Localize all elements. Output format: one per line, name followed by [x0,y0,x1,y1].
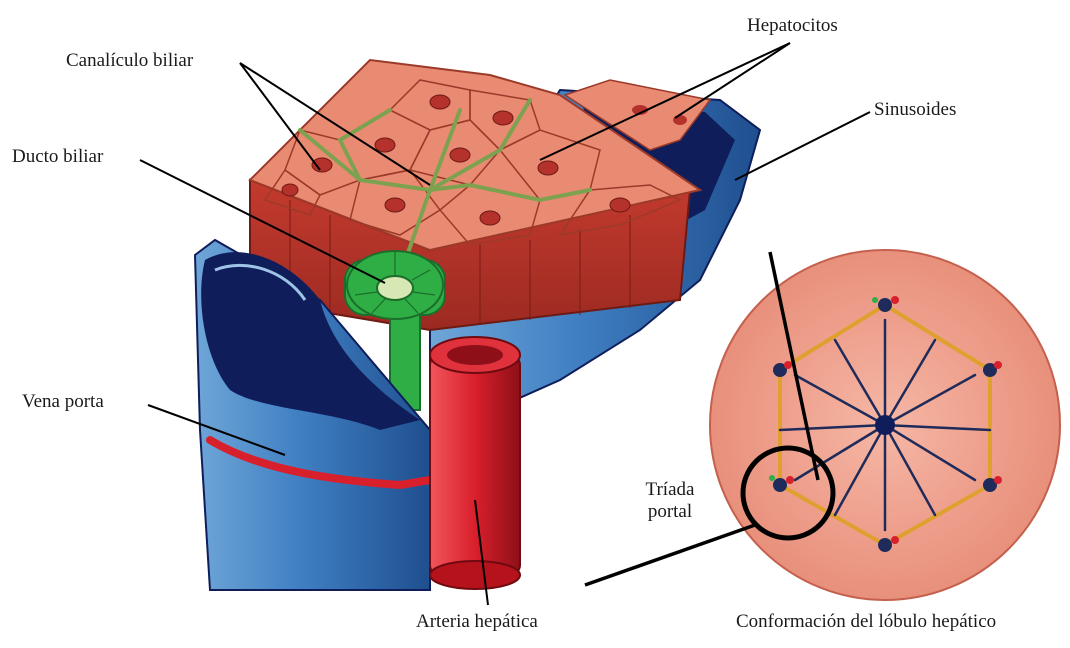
central-vein [875,415,895,435]
label-triada-line2: portal [640,501,700,523]
label-triada-portal: Tríada portal [640,479,700,523]
label-arteria-hepatica: Arteria hepática [416,611,538,633]
corner-nucleus [673,115,687,125]
hepatic-lobule [710,250,1060,600]
label-sinusoides: Sinusoides [874,99,956,121]
hepatic-artery [430,337,520,589]
label-hepatocitos: Hepatocitos [747,15,838,37]
label-triada-line1: Tríada [640,479,700,501]
label-vena-porta: Vena porta [22,391,104,413]
label-lobulo-hepatico: Conformación del lóbulo hepático [736,611,996,633]
label-canaliculo-biliar: Canalículo biliar [66,50,193,72]
label-ducto-biliar: Ducto biliar [12,146,103,168]
